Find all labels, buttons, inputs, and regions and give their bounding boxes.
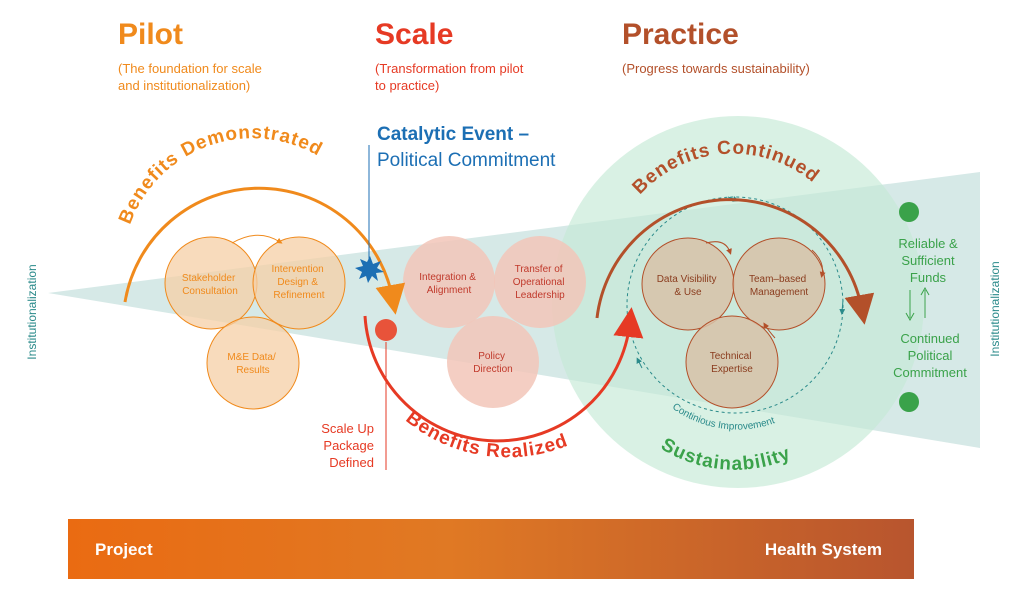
catalytic-event-title: Catalytic Event –	[377, 124, 530, 145]
technical-expertise-label: Technical Expertise	[710, 351, 754, 375]
pilot-circles	[164, 234, 346, 410]
project-to-health-system-bar: Project Health System	[68, 519, 914, 579]
scale-circles	[403, 236, 586, 408]
me-data-results-label: M&E Data/ Results	[227, 352, 278, 376]
scale-subtitle-line-1: (Transformation from pilot	[375, 61, 524, 76]
institutionalization-right-label: Institutionalization	[988, 261, 1002, 356]
project-label: Project	[95, 540, 153, 559]
funds-label: Reliable & Sufficient Funds	[888, 235, 968, 286]
scale-up-dot	[375, 319, 397, 341]
practice-subtitle-line-1: (Progress towards sustainability)	[622, 61, 810, 76]
integration-alignment-label: Integration & Alignment	[419, 272, 479, 296]
practice-title: Practice	[622, 18, 739, 51]
team-based-management-label: Team–based Management	[749, 274, 809, 298]
commitment-line-3: Commitment	[893, 365, 967, 380]
practice-subtitle: (Progress towards sustainability)	[622, 60, 810, 77]
catalytic-event-subtitle: Political Commitment	[377, 150, 556, 171]
scale-subtitle-line-2: to practice)	[375, 78, 440, 93]
pilot-subtitle-line-2: and institutionalization)	[118, 78, 251, 93]
scale-up-package-label: Scale Up Package Defined	[300, 420, 374, 471]
institutionalization-left-label: Institutionalization	[25, 264, 39, 359]
health-system-label: Health System	[764, 540, 882, 559]
stakeholder-consultation-label: Stakeholder Consultation	[182, 273, 238, 297]
pilot-subtitle: (The foundation for scale and institutio…	[118, 60, 262, 94]
transfer-leadership-label: Transfer of Operational Leadership	[513, 264, 567, 301]
pilot-subtitle-line-1: (The foundation for scale	[118, 61, 262, 76]
funds-line-1: Reliable &	[898, 236, 958, 251]
political-commitment-label: Continued Political Commitment	[888, 330, 972, 381]
benefits-demonstrated-label: Benefits Demonstrated	[115, 122, 326, 227]
intervention-design-label: Intervention Design & Refinement	[271, 264, 326, 301]
scale-subtitle: (Transformation from pilot to practice)	[375, 60, 523, 94]
funds-dot	[899, 202, 919, 222]
practice-circles	[641, 237, 826, 409]
scale-up-line-2: Package	[323, 438, 374, 453]
benefits-continued-arrow	[595, 198, 875, 325]
benefits-demonstrated-arrow	[123, 186, 406, 315]
commitment-line-2: Political	[907, 348, 953, 363]
funds-line-2: Sufficient	[901, 253, 955, 268]
scale-up-line-3: Defined	[329, 455, 374, 470]
commitment-dot	[899, 392, 919, 412]
commitment-line-1: Continued	[900, 331, 960, 346]
catalytic-star-icon	[355, 256, 384, 283]
pilot-title: Pilot	[118, 18, 183, 51]
funds-line-3: Funds	[909, 270, 947, 285]
data-visibility-label: Data Visibility & Use	[657, 274, 720, 298]
benefits-realized-arrow	[363, 307, 644, 443]
scale-up-line-1: Scale Up	[321, 421, 374, 436]
policy-direction-label: Policy Direction	[473, 351, 512, 375]
benefits-realized-label: Benefits Realized	[402, 407, 571, 462]
scale-title: Scale	[375, 18, 454, 51]
